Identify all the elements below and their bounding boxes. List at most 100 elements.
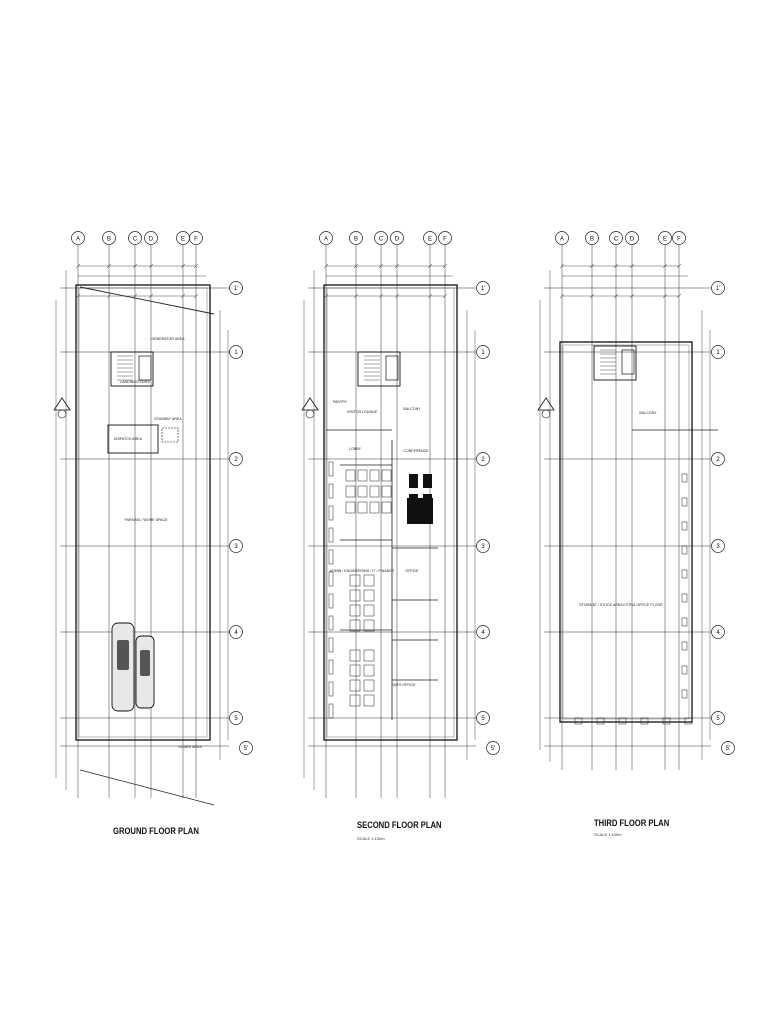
grid-row-label: 1 (234, 350, 238, 356)
grid-bubble-row (476, 539, 490, 553)
grid-column-label: A (76, 237, 80, 243)
grid-bubble-row (711, 539, 725, 553)
grid-bubble-A (319, 231, 333, 245)
room-label: LOBBY (349, 447, 362, 451)
grid-row-label: 3 (234, 544, 238, 550)
second-floor-plan-scale: SCALE 1:100m (357, 836, 385, 841)
grid-row-label: 5' (491, 746, 495, 752)
grid-row-label: 5 (481, 716, 485, 722)
room-label: BALCONY (403, 407, 421, 411)
room-label: BALCONY (639, 411, 657, 415)
room-label: STANDBY AREA (154, 417, 182, 421)
building-outline (559, 341, 693, 723)
room-label: DISPATCH AREA (114, 437, 143, 441)
conference-chair (423, 474, 432, 488)
grid-bubble-row (711, 625, 725, 639)
room-label: GENERATOR AREA (151, 337, 185, 341)
grid-bubble-row (476, 625, 490, 639)
room-label: STORAGE / STOCK AREA EXTRA OFFICE FLOOR (579, 603, 663, 607)
third-floor-plan-title: THIRD FLOOR PLAN (594, 818, 670, 828)
grid-row-label: 5 (716, 716, 720, 722)
grid-row-label: 5' (726, 746, 730, 752)
grid-bubble-D (390, 231, 404, 245)
building-outline (75, 284, 211, 741)
grid-column-label: F (443, 237, 447, 243)
grid-bubble-F (672, 231, 686, 245)
room-label: LANDING/STAIRS (120, 380, 150, 384)
grid-bubble-row (229, 281, 243, 295)
grid-bubble-row (229, 539, 243, 553)
grid-bubble-C (128, 231, 142, 245)
room-label: PARKING / WORK SPACE (125, 518, 169, 522)
grid-bubble-row (239, 741, 253, 755)
stair-core (110, 351, 154, 387)
grid-bubble-row (476, 711, 490, 725)
room-label: VISITOR LOUNGE (347, 410, 378, 414)
grid-bubble-row (229, 452, 243, 466)
north-arrow-icon (53, 397, 71, 411)
room-label: GM'S OFFICE (392, 683, 416, 687)
grid-column-label: F (677, 237, 681, 243)
grid-row-label: 3 (481, 544, 485, 550)
grid-row-label: 2 (234, 457, 238, 463)
stair-core (357, 351, 401, 387)
grid-bubble-B (102, 231, 116, 245)
grid-column-label: D (630, 237, 635, 243)
grid-row-label: 4 (481, 630, 485, 636)
grid-bubble-row (711, 281, 725, 295)
grid-row-label: 1' (234, 286, 238, 292)
conference-chair (409, 474, 418, 488)
grid-row-label: 1' (716, 286, 720, 292)
grid-column-label: F (194, 237, 198, 243)
grid-column-label: E (428, 237, 432, 243)
grid-bubble-A (555, 231, 569, 245)
grid-bubble-D (144, 231, 158, 245)
grid-bubble-F (438, 231, 452, 245)
grid-column-label: D (395, 237, 400, 243)
grid-bubble-row (721, 741, 735, 755)
grid-bubble-row (486, 741, 500, 755)
grid-bubble-C (609, 231, 623, 245)
grid-bubble-B (585, 231, 599, 245)
grid-row-label: 2 (481, 457, 485, 463)
grid-bubble-row (229, 345, 243, 359)
grid-row-label: 4 (234, 630, 238, 636)
room-label: ADMIN / ENGINEERING / IT / FINANCE (330, 569, 395, 573)
grid-column-label: C (133, 237, 138, 243)
grid-column-label: C (379, 237, 384, 243)
grid-bubble-row (711, 711, 725, 725)
grid-bubble-E (658, 231, 672, 245)
grid-column-label: A (324, 237, 328, 243)
plan-second: A B C D E F 1' 1 2 3 4 5 5' PANTRY VISITOR LOUNGE BALCO… (301, 231, 500, 798)
room-label: CONFERENCE (403, 449, 429, 453)
second-floor-plan-title: SECOND FLOOR PLAN (357, 820, 442, 830)
grid-column-label: B (354, 237, 358, 243)
grid-bubble-row (476, 452, 490, 466)
ground-floor-plan-title: GROUND FLOOR PLAN (113, 826, 199, 836)
grid-bubble-row (229, 625, 243, 639)
room-label: GUARD AREA (178, 745, 202, 749)
grid-row-label: 1' (481, 286, 485, 292)
grid-row-label: 1 (716, 350, 720, 356)
grid-bubble-A (71, 231, 85, 245)
building-outline (323, 284, 458, 741)
grid-column-label: A (560, 237, 564, 243)
grid-column-label: B (107, 237, 111, 243)
grid-bubble-row (711, 345, 725, 359)
grid-bubble-D (625, 231, 639, 245)
third-floor-plan-scale: SCALE 1:100m (594, 832, 622, 837)
conference-table (407, 498, 433, 524)
grid-column-label: C (614, 237, 619, 243)
grid-column-label: D (149, 237, 154, 243)
grid-row-label: 3 (716, 544, 720, 550)
grid-bubble-row (229, 711, 243, 725)
grid-column-label: E (181, 237, 185, 243)
stair-core (593, 345, 637, 381)
north-arrow-icon (537, 397, 555, 411)
grid-row-label: 1 (481, 350, 485, 356)
room-label: PANTRY (333, 400, 348, 404)
grid-row-label: 5 (234, 716, 238, 722)
